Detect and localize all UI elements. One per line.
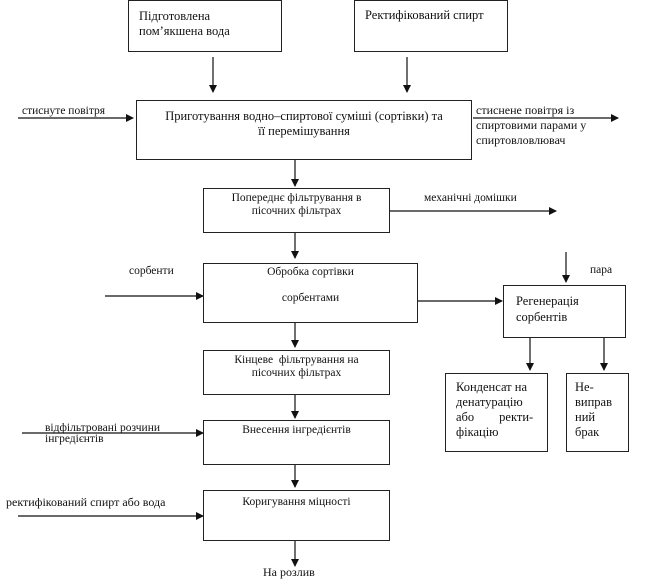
- ingredients-box: Внесення інгредієнтів: [203, 420, 390, 465]
- mixing-label: Приготування водно–спиртової суміші (сор…: [165, 109, 443, 138]
- steam-label: пара: [590, 264, 613, 276]
- input-water-box: Підготовлена пом’якшена вода: [128, 0, 282, 52]
- final-filter-box: Кінцеве фільтрування на пісочних фільтра…: [203, 350, 390, 395]
- input-water-label: Підготовлена пом’якшена вода: [139, 9, 230, 38]
- condensate-label: Конденсат на денатурацію або ректи- фіка…: [456, 380, 534, 439]
- regeneration-label: Регенерація сорбентів: [516, 294, 579, 324]
- spirit-or-water-label: ректифікований спирт або вода: [6, 495, 166, 509]
- impurities-label: механічні домішки: [424, 192, 517, 204]
- final-filter-label: Кінцеве фільтрування на пісочних фільтра…: [234, 354, 359, 379]
- sorbent-treatment-label: Обробка сортівки сорбентами: [267, 266, 354, 304]
- strength-box: Коригування міцності: [203, 490, 390, 541]
- input-spirit-box: Ректифікований спирт: [354, 0, 508, 52]
- bottling-label: На розлив: [263, 565, 315, 579]
- sorbents-label: сорбенти: [129, 265, 174, 277]
- filtered-solutions-label: відфільтровані розчини інгредієнтів: [45, 422, 160, 445]
- input-spirit-label: Ректифікований спирт: [365, 8, 484, 22]
- air-out-label: стиснене повітря із спиртовими парами у …: [476, 103, 587, 147]
- sorbent-treatment-box: Обробка сортівки сорбентами: [203, 263, 418, 323]
- regeneration-box: Регенерація сорбентів: [503, 285, 626, 338]
- mixing-box: Приготування водно–спиртової суміші (сор…: [136, 100, 472, 160]
- prefilter-label: Попереднє фільтрування в пісочних фільтр…: [231, 192, 362, 217]
- prefilter-box: Попереднє фільтрування в пісочних фільтр…: [203, 188, 390, 233]
- condensate-box: Конденсат на денатурацію або ректи- фіка…: [445, 373, 548, 452]
- compressed-air-label: стиснуте повітря: [22, 105, 106, 117]
- strength-label: Коригування міцності: [242, 496, 351, 508]
- defect-box: Не- виправ ний брак: [566, 373, 629, 452]
- ingredients-label: Внесення інгредієнтів: [242, 424, 351, 436]
- defect-label: Не- виправ ний брак: [575, 380, 612, 439]
